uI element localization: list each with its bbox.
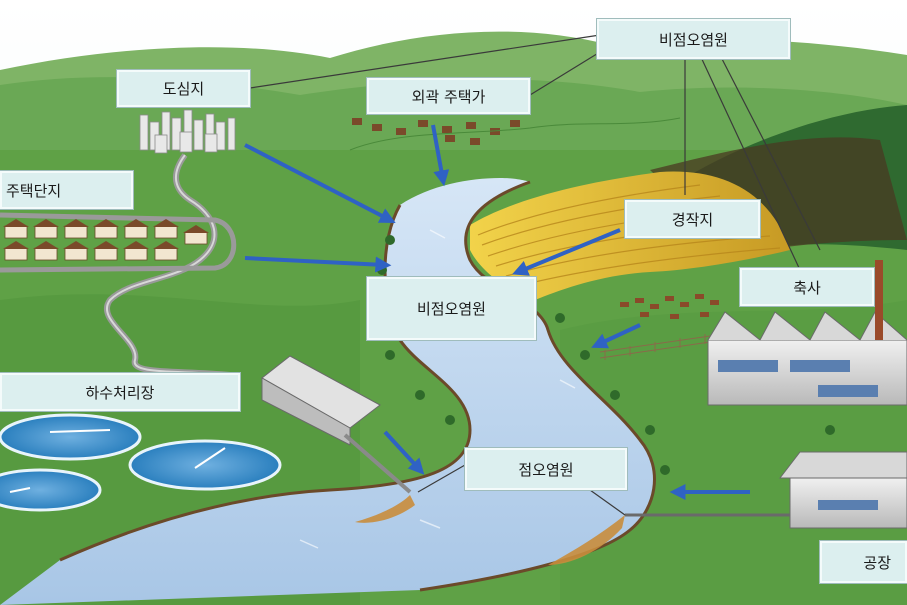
label-nonpoint-source-center: 비점오염원	[367, 277, 536, 340]
factory-building-upper	[707, 260, 907, 406]
label-suburban-housing: 외곽 주택가	[367, 78, 530, 114]
sewage-building	[261, 355, 381, 446]
label-farmland: 경작지	[625, 200, 760, 238]
label-factory: 공장	[820, 541, 907, 583]
label-sewage-plant: 하수처리장	[0, 373, 240, 411]
arrow-sewage	[383, 430, 425, 475]
downtown-buildings	[139, 109, 236, 154]
arrow-farmland	[512, 228, 621, 276]
suburban-houses	[352, 118, 520, 145]
treatment-tanks	[0, 413, 282, 512]
label-nonpoint-source-top: 비점오염원	[597, 19, 790, 59]
housing-houses	[4, 225, 208, 261]
label-point-source: 점오염원	[465, 448, 627, 490]
label-downtown: 도심지	[117, 70, 250, 107]
arrow-suburban	[431, 124, 450, 187]
connector-lines	[249, 34, 821, 516]
label-housing-complex: 주택단지	[0, 171, 133, 209]
arrow-downtown	[244, 143, 396, 223]
arrow-housing	[244, 256, 392, 273]
factory-building-lower	[778, 451, 907, 529]
sewage-plume	[355, 495, 415, 523]
livestock-cattle	[620, 294, 719, 319]
flow-arrows	[244, 124, 750, 500]
label-livestock: 축사	[740, 268, 874, 306]
arrow-livestock	[591, 323, 641, 349]
